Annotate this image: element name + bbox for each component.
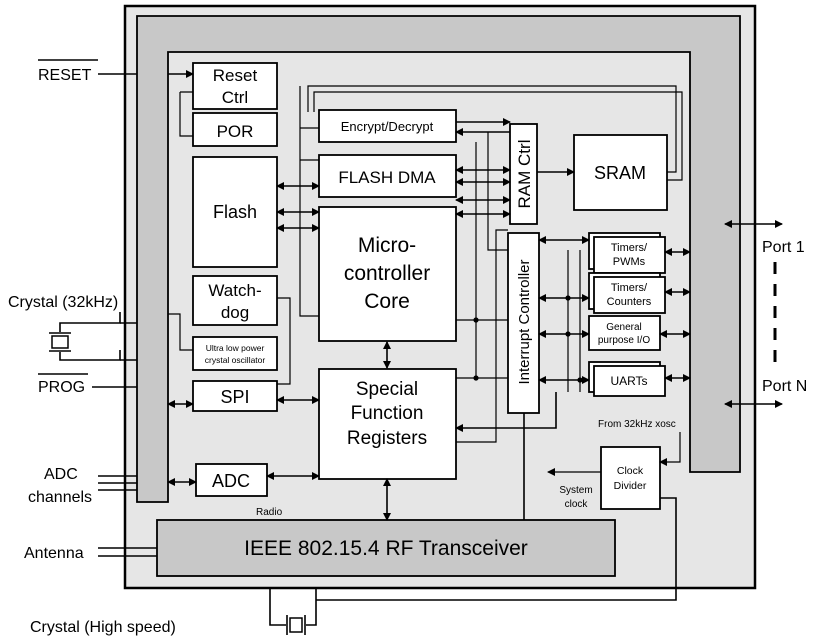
flash-label: Flash [213, 202, 257, 222]
reset-ctrl-block [192, 62, 278, 110]
control-taps [300, 127, 319, 161]
mcu-label-2: controller [344, 262, 430, 285]
oscillator-block [192, 336, 278, 371]
system-clock-note: System [559, 485, 592, 496]
flash-dma-block [318, 154, 457, 198]
sfr-periph [455, 392, 557, 432]
junction-dot [473, 317, 479, 323]
irq-spine-2 [487, 132, 508, 251]
sfr-label-3: Registers [347, 428, 427, 449]
junction-dot-3 [565, 295, 571, 301]
sram-label: SRAM [594, 163, 646, 183]
top-loop [307, 85, 677, 173]
ram-ctrl-label: RAM Ctrl [515, 140, 534, 209]
gpio-label-2: purpose I/O [598, 335, 650, 346]
encrypt-label: Encrypt/Decrypt [341, 119, 434, 134]
interrupt-controller-block [507, 232, 540, 414]
control-spine [299, 86, 319, 317]
junction-dot-4 [565, 331, 571, 337]
watchdog-block [192, 275, 278, 326]
watchdog-spi [277, 297, 291, 385]
crystal-hs-label: Crystal (High speed) [30, 619, 176, 636]
system-clock-note-2: clock [565, 499, 589, 510]
crystal-hs-to-clock [316, 497, 677, 601]
sram-block [573, 134, 668, 211]
mcu-label-3: Core [364, 290, 410, 313]
adc-label: ADC [212, 471, 250, 491]
antenna-label: Antenna [24, 545, 84, 562]
gpio-label: General [606, 322, 642, 333]
por-label: POR [217, 122, 254, 141]
reset-ctrl-label: Reset [213, 66, 258, 85]
sfr-int-2 [456, 229, 508, 443]
rf-transceiver-block [156, 519, 616, 577]
timers-pwm-label-2: PWMs [613, 256, 646, 268]
portn-label: Port N [762, 378, 807, 395]
uarts-label: UARTs [610, 374, 647, 388]
clock-divider-label-2: Divider [614, 480, 647, 492]
mcu-label: Micro- [358, 234, 416, 257]
bus-to-osc [168, 313, 193, 351]
watchdog-label: Watch- [208, 281, 261, 300]
oscillator-label: Ultra low power [206, 343, 265, 353]
timers-counters-label-2: Counters [607, 296, 652, 308]
crystal-32k-symbol [51, 335, 69, 349]
adc-channels-label: ADC [44, 466, 78, 483]
junction-dot-2 [473, 375, 479, 381]
por-to-reset [179, 91, 193, 137]
radio-label: Radio [256, 507, 283, 518]
port1-label: Port 1 [762, 239, 805, 256]
top-loop-2 [313, 91, 683, 181]
timers-counters-block [593, 276, 666, 314]
crystal-32k-wires [59, 312, 121, 361]
prog-label: PROG [38, 379, 85, 396]
crystal-hs-symbol [289, 617, 303, 633]
sfr-label: Special [356, 379, 418, 400]
timers-counters-label: Timers/ [611, 282, 648, 294]
watchdog-label-2: dog [221, 303, 249, 322]
adc-channels-label-2: channels [28, 489, 92, 506]
sfr-block [318, 368, 457, 480]
clock-divider-block [600, 446, 661, 510]
encrypt-block [318, 109, 457, 143]
oscillator-label-2: crystal oscillator [205, 355, 266, 365]
interrupt-controller-label: Interrupt Controller [516, 259, 533, 384]
reset-label: RESET [38, 67, 92, 84]
xosc-to-clock [659, 432, 681, 466]
reset-ctrl-label-2: Ctrl [222, 88, 248, 107]
clock-divider-label: Clock [617, 465, 644, 477]
system-bus [136, 15, 741, 503]
junction-dot-5 [577, 377, 583, 383]
sfr-label-2: Function [351, 403, 424, 424]
rf-label: IEEE 802.15.4 RF Transceiver [244, 537, 528, 560]
por-block [192, 112, 278, 147]
ram-ctrl-block [509, 123, 538, 225]
from-xosc-note: From 32kHz xosc [598, 419, 676, 430]
flash-dma-label: FLASH DMA [338, 168, 436, 187]
mcu-core-block [318, 206, 457, 342]
crystal-32k-label: Crystal (32kHz) [8, 294, 118, 311]
gpio-block [588, 315, 661, 351]
timers-pwm-label: Timers/ [611, 242, 648, 254]
adc-block [195, 463, 268, 497]
spi-label: SPI [220, 387, 249, 407]
